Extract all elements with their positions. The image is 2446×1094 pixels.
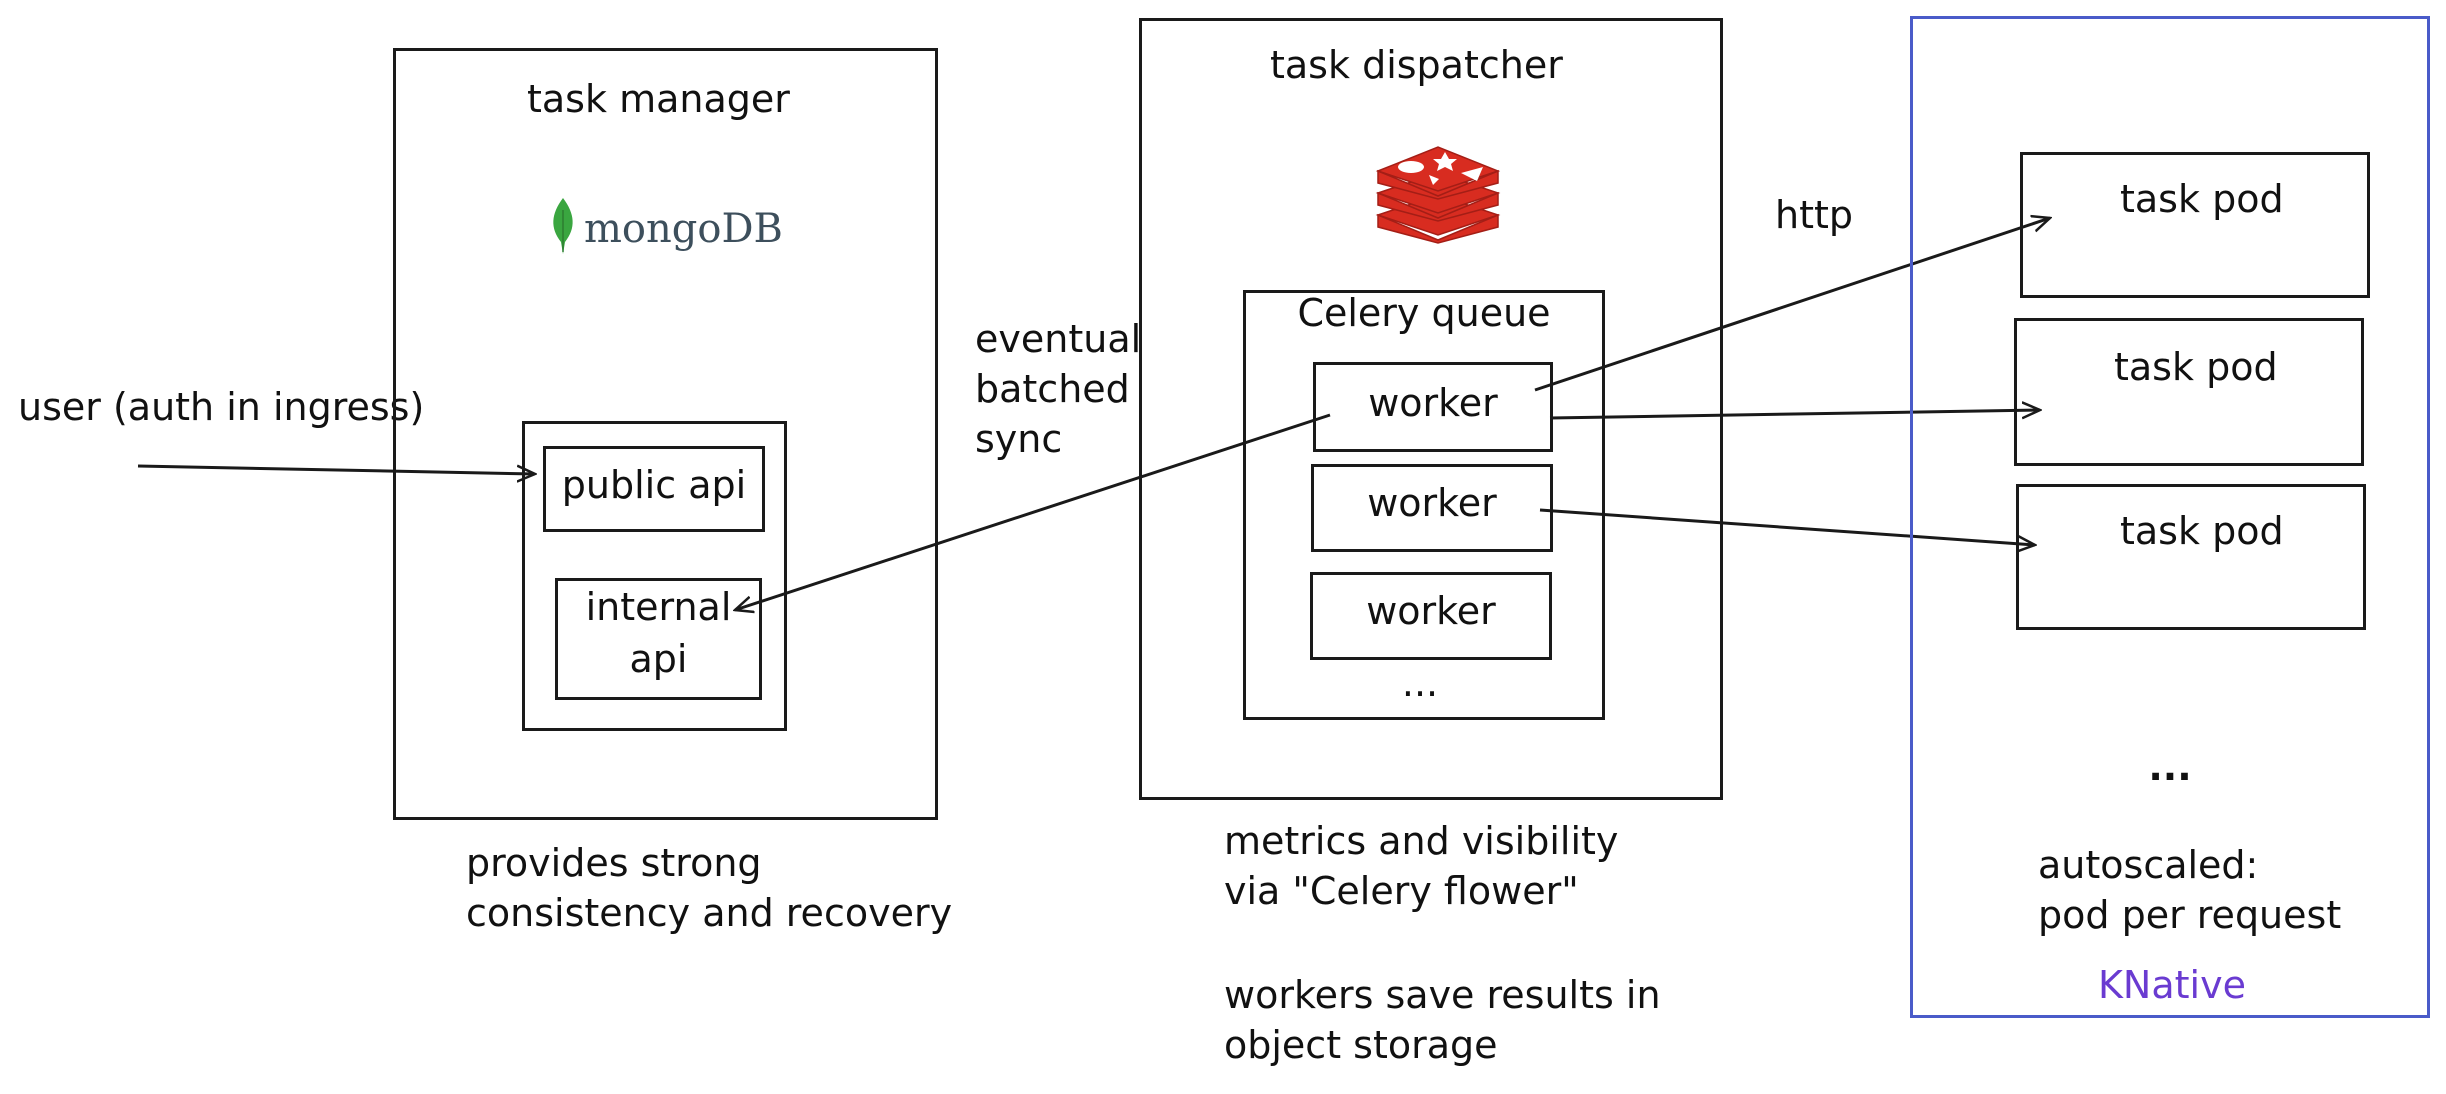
knative-note-line2: pod per request — [2038, 893, 2342, 937]
internal-api-box[interactable] — [555, 578, 762, 700]
mongodb-wordmark: mongoDB — [584, 206, 783, 252]
task-pod-box-1[interactable] — [2020, 152, 2370, 298]
user-label: user (auth in ingress) — [18, 385, 425, 429]
task-manager-box — [393, 48, 938, 820]
task-manager-note-line1: provides strong — [466, 841, 762, 885]
public-api-box[interactable] — [543, 446, 765, 532]
pod-ellipsis: ... — [2148, 745, 2192, 789]
knative-box — [1910, 16, 2430, 1018]
dispatcher-note-line1: metrics and visibility — [1224, 819, 1619, 863]
knative-name: KNative — [2098, 963, 2246, 1007]
sync-label-line1: eventual — [975, 317, 1142, 361]
task-manager-note-line2: consistency and recovery — [466, 891, 953, 935]
worker-box-3[interactable] — [1310, 572, 1552, 660]
knative-note-line1: autoscaled: — [2038, 843, 2259, 887]
dispatcher-note-line4: object storage — [1224, 1023, 1498, 1067]
celery-queue-box — [1243, 290, 1605, 720]
task-dispatcher-box — [1139, 18, 1723, 800]
task-pod-label-3: task pod — [2120, 509, 2284, 553]
task-manager-title: task manager — [527, 77, 790, 121]
worker-label-1: worker — [1368, 381, 1498, 425]
worker-label-2: worker — [1367, 481, 1497, 525]
public-api-label: public api — [561, 463, 747, 507]
worker-box-2[interactable] — [1311, 464, 1553, 552]
celery-queue-title: Celery queue — [1297, 291, 1551, 335]
mongodb-leaf-icon — [553, 198, 573, 254]
worker-box-1[interactable] — [1313, 362, 1553, 452]
dispatcher-note-line3: workers save results in — [1224, 973, 1661, 1017]
internal-api-label-line2: api — [629, 637, 688, 681]
sync-label-line3: sync — [975, 417, 1063, 461]
task-pod-box-2[interactable] — [2014, 318, 2364, 466]
task-pod-label-1: task pod — [2120, 177, 2284, 221]
task-pod-box-3[interactable] — [2016, 484, 2366, 630]
http-label: http — [1775, 193, 1854, 237]
worker-ellipsis: ... — [1401, 661, 1439, 705]
dispatcher-note-line2: via "Celery flower" — [1224, 869, 1579, 913]
task-dispatcher-title: task dispatcher — [1270, 43, 1563, 87]
api-container-box — [522, 421, 787, 731]
sync-label-line2: batched — [975, 367, 1130, 411]
worker-label-3: worker — [1366, 589, 1496, 633]
redis-logo-icon — [1375, 146, 1501, 244]
task-pod-label-2: task pod — [2114, 345, 2278, 389]
internal-api-label-line1: internal — [585, 585, 732, 629]
